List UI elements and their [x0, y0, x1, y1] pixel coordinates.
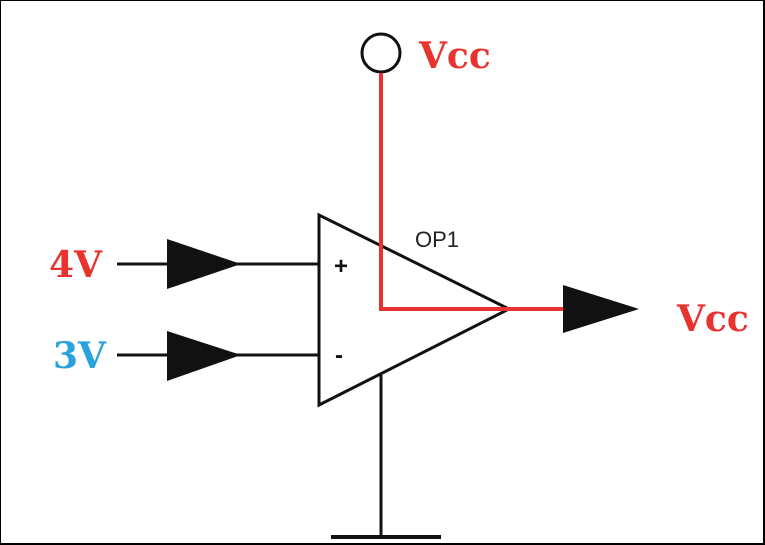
- plus-sign: +: [334, 253, 348, 280]
- output-arrow: [563, 285, 639, 333]
- input-positive-arrow: [167, 239, 241, 289]
- input-positive-label: 4V: [49, 244, 103, 286]
- input-negative-arrow: [167, 331, 241, 381]
- minus-sign: -: [335, 342, 343, 369]
- output-vcc-label: Vcc: [676, 298, 749, 340]
- vcc-terminal-circle: [360, 32, 402, 74]
- vcc-supply-label: Vcc: [418, 35, 491, 77]
- input-negative-label: 3V: [53, 335, 107, 377]
- supply-wire: [379, 73, 509, 311]
- opamp-label: OP1: [415, 227, 459, 252]
